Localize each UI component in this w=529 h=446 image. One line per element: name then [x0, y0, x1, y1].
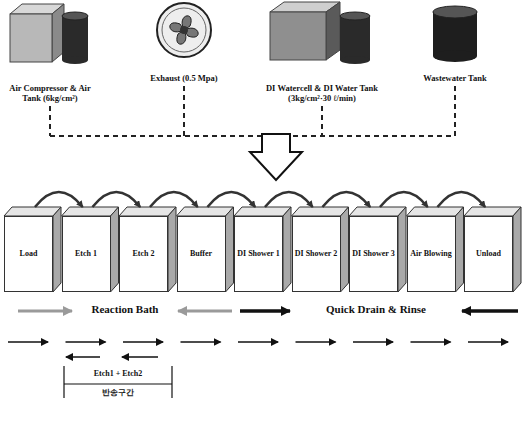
- cube-top: [234, 207, 291, 216]
- bath-name: Air Blowing: [410, 249, 451, 259]
- bath-name: Etch 1: [75, 249, 97, 259]
- process-bath: Load: [4, 216, 53, 292]
- process-bath: Etch 1: [62, 216, 111, 292]
- cube-top: [119, 207, 176, 216]
- bath-name: Etch 2: [133, 249, 155, 259]
- bracket-label: 반송구간: [100, 387, 136, 398]
- transfer-arrow: [181, 341, 221, 343]
- equipment-icon: Wastewater Tank: [405, 2, 505, 84]
- cube-side: [226, 207, 234, 292]
- transfer-arrow: [468, 341, 508, 343]
- equipment-label: Exhaust (0.5 Mpa): [150, 74, 217, 84]
- equipment-icon: DI Watercell & DI Water Tank (3kg/cm²·30…: [258, 0, 386, 104]
- cube-side: [398, 207, 406, 292]
- bath-name: DI Shower 2: [295, 249, 338, 259]
- cube-side: [111, 207, 119, 292]
- transfer-arrow: [411, 341, 451, 343]
- cube-side: [168, 207, 176, 292]
- equipment-label: DI Watercell & DI Water Tank (3kg/cm²·30…: [258, 84, 386, 104]
- bath-name: Unload: [476, 249, 501, 259]
- cube-side: [53, 207, 61, 292]
- etch-bracket: [64, 366, 172, 398]
- process-bath: Air Blowing: [407, 216, 456, 292]
- bracket-label: Etch1 + Etch2: [92, 369, 145, 378]
- cube-top: [177, 207, 234, 216]
- cube-top: [464, 207, 521, 216]
- transfer-curve: [92, 192, 140, 207]
- cube-side: [456, 207, 464, 292]
- cube-faces: [4, 207, 521, 292]
- transfer-curve: [265, 192, 313, 207]
- cube-top: [4, 207, 61, 216]
- process-bath: Buffer: [177, 216, 226, 292]
- transfer-arrows: [8, 342, 508, 357]
- transfer-curve: [207, 192, 255, 207]
- cube-top: [407, 207, 464, 216]
- process-bath: Etch 2: [119, 216, 168, 292]
- hollow-arrow: [250, 134, 302, 180]
- di-water-icon: [270, 2, 370, 64]
- transfer-arrow: [238, 341, 278, 343]
- transfer-arrow: [66, 341, 106, 343]
- section-label: Quick Drain & Rinse: [324, 303, 428, 315]
- transfer-arrow: [8, 341, 48, 343]
- bath-name: DI Shower 3: [352, 249, 395, 259]
- cube-top: [292, 207, 349, 216]
- equipment-label: Air Compressor & Air Tank (6kg/cm²): [2, 84, 98, 104]
- transfer-arrow: [66, 356, 100, 358]
- transfer-arrow: [296, 341, 336, 343]
- wastewater-tank-icon: [433, 6, 477, 62]
- transfer-curve: [380, 192, 428, 207]
- process-bath: DI Shower 1: [234, 216, 283, 292]
- equipment-icon: Exhaust (0.5 Mpa): [144, 2, 224, 84]
- cube-side: [513, 207, 521, 292]
- cube-top: [349, 207, 406, 216]
- bath-name: Buffer: [190, 249, 212, 259]
- exhaust-fan-icon: [157, 3, 211, 57]
- bath-name: DI Shower 1: [237, 249, 280, 259]
- air-compressor-icon: [10, 4, 88, 64]
- supply-lines: [50, 86, 455, 136]
- transfer-arrow: [122, 356, 158, 358]
- section-label: Reaction Bath: [90, 303, 161, 315]
- cube-side: [341, 207, 349, 292]
- process-bath: DI Shower 2: [292, 216, 341, 292]
- process-bath: DI Shower 3: [349, 216, 398, 292]
- cube-top: [62, 207, 119, 216]
- transfer-arrow: [123, 341, 163, 343]
- bath-name: Load: [20, 249, 38, 259]
- transfer-arrow: [353, 341, 393, 343]
- transfer-curve: [35, 192, 83, 207]
- equipment-icon: Air Compressor & Air Tank (6kg/cm²): [2, 0, 98, 104]
- process-bath: Unload: [464, 216, 513, 292]
- equipment-label: Wastewater Tank: [423, 74, 486, 84]
- transfer-curve: [322, 192, 370, 207]
- cube-side: [283, 207, 291, 292]
- transfer-curve: [150, 192, 198, 207]
- transfer-curve: [437, 192, 485, 207]
